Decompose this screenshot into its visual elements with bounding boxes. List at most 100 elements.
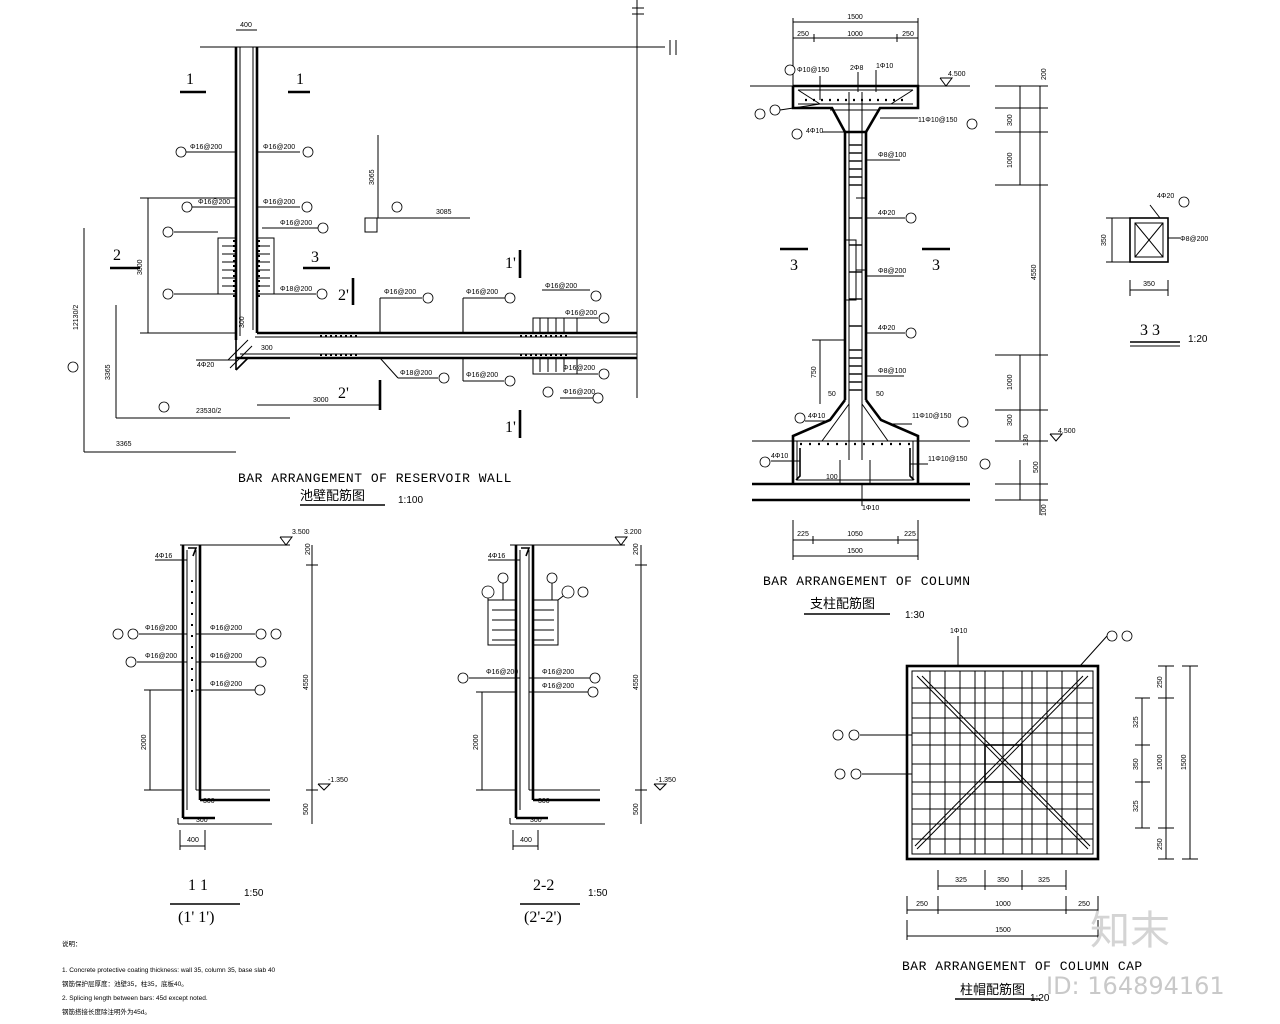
sec11-label-2: (1' 1') xyxy=(178,909,214,926)
section-3-3: 4Φ20 Φ8@200 350 350 3 3 1:20 xyxy=(1101,193,1208,347)
sec11-dim-4550: 4550 xyxy=(303,674,310,690)
sec22-bar-4-16: 4Φ16 xyxy=(488,553,505,560)
col-bar-label-14: 11Φ10@150 xyxy=(928,456,968,463)
sec11-dim-500: 500 xyxy=(303,803,310,815)
cap-dim-250b: 250 xyxy=(1078,901,1090,908)
sec22-dim-4550: 4550 xyxy=(633,674,640,690)
sec22-elev-bot: -1.350 xyxy=(656,777,676,784)
sec22-bar-label-3: Φ16@200 xyxy=(542,683,574,690)
sec22-dim-300-base: 300 xyxy=(530,817,542,824)
dim-400: 400 xyxy=(240,22,252,29)
col-section-3-left: 3 xyxy=(790,257,798,274)
bar-label-wall-3: Φ16@200 xyxy=(198,199,230,206)
cap-dim-350: 350 xyxy=(997,877,1009,884)
cap-dim-1500v: 1500 xyxy=(1181,754,1188,770)
column-scale: 1:30 xyxy=(905,610,925,621)
col-dim-100-base: 100 xyxy=(826,474,838,481)
notes-head: 说明： xyxy=(62,939,82,948)
section-mark-2p-top: 2' xyxy=(338,287,349,304)
sec22-dim-400: 400 xyxy=(520,837,532,844)
col-bar-label-5: 11Φ10@150 xyxy=(918,117,958,124)
col-section-3-right: 3 xyxy=(932,257,940,274)
col-elev-top: 4.500 xyxy=(948,71,966,78)
col-dim-1000: 1000 xyxy=(847,31,863,38)
col-bar-label-2: 2Φ8 xyxy=(850,65,863,72)
dim-12130: 12130/2 xyxy=(73,305,80,330)
col-dim-225a: 225 xyxy=(797,531,809,538)
col-bar-label-6: Φ8@100 xyxy=(878,152,906,159)
col-dim-1000-bottom: 1000 xyxy=(1007,374,1014,390)
section-mark-1p-bottom: 1' xyxy=(505,419,516,436)
wall-rebar-fan-left xyxy=(217,237,275,295)
col-bar-label-12: 11Φ10@150 xyxy=(912,413,952,420)
sec22-label-2: (2'-2') xyxy=(524,909,562,926)
watermark-brand: 知末 xyxy=(1090,908,1170,954)
notes-block: 说明： 1. Concrete protective coating thick… xyxy=(62,939,276,1016)
section-mark-2p-bottom: 2' xyxy=(338,385,349,402)
cap-title-cn: 柱帽配筋图 xyxy=(960,982,1025,997)
sec11-dim-400: 400 xyxy=(187,837,199,844)
bar-label-wall-1: Φ16@200 xyxy=(190,144,222,151)
col-dim-250a: 250 xyxy=(797,31,809,38)
sec11-bar-label-4: Φ16@200 xyxy=(210,653,242,660)
bar-label-wall-14: Φ16@200 xyxy=(563,389,595,396)
sec11-dim-2000: 2000 xyxy=(141,734,148,750)
col-bar-label-8: Φ8@200 xyxy=(878,268,906,275)
bar-label-wall-12: Φ16@200 xyxy=(466,372,498,379)
col-bar-label-9: 4Φ20 xyxy=(878,325,895,332)
col-bar-label-15: 1Φ10 xyxy=(862,505,879,512)
col-dim-250b: 250 xyxy=(902,31,914,38)
column-callouts: Φ10@150 2Φ8 1Φ10 4Φ10 11Φ10@150 Φ8@100 4… xyxy=(754,63,991,512)
dim-3365: 3365 xyxy=(116,441,132,448)
col-bar-label-4: 4Φ10 xyxy=(806,128,823,135)
reservoir-wall-plan: 1 1 2 3 2' 2' 1' 1' 400 3000 3065 3085 3… xyxy=(67,0,677,506)
cap-title-en: BAR ARRANGEMENT OF COLUMN CAP xyxy=(902,959,1143,974)
col-dim-300-bottom: 300 xyxy=(1007,414,1014,426)
col-bar-label-13: 4Φ10 xyxy=(771,453,788,460)
cap-dim-250v2: 250 xyxy=(1157,838,1164,850)
sec33-dim-350-v: 350 xyxy=(1101,234,1108,246)
cap-grid-horizontal xyxy=(912,687,1093,840)
wall-title-en: BAR ARRANGEMENT OF RESERVOIR WALL xyxy=(238,471,512,486)
dim-300-b: 300 xyxy=(261,345,273,352)
sec11-bar-label-5: Φ16@200 xyxy=(210,681,242,688)
sec11-dim-300: 300 xyxy=(203,798,215,805)
col-dim-130: 130 xyxy=(1023,434,1030,446)
col-bar-label-1: Φ10@150 xyxy=(797,67,829,74)
cap-grid-vertical xyxy=(929,671,1078,854)
dim-300-a: 300 xyxy=(239,316,246,328)
sec11-scale: 1:50 xyxy=(244,888,264,899)
cap-dim-1500: 1500 xyxy=(995,927,1011,934)
col-dim-500: 500 xyxy=(1033,461,1040,473)
column-elevation: 1500 250 1000 250 xyxy=(750,14,1076,621)
col-dim-225b: 225 xyxy=(904,531,916,538)
sec22-dim-2000: 2000 xyxy=(473,734,480,750)
section-mark-1: 1 xyxy=(186,71,194,88)
notes-line-4: 钢筋搭接长度除注明外为45d。 xyxy=(62,1007,151,1016)
col-bar-label-7: 4Φ20 xyxy=(878,210,895,217)
col-dim-4550: 4550 xyxy=(1031,264,1038,280)
column-title-en: BAR ARRANGEMENT OF COLUMN xyxy=(763,574,971,589)
sec22-bar-label-1: Φ16@200 xyxy=(486,669,518,676)
sec22-label: 2-2 xyxy=(533,877,554,894)
sec11-elev-bot: -1.350 xyxy=(328,777,348,784)
col-dim-300-top: 300 xyxy=(1007,114,1014,126)
col-dim-1500b: 1500 xyxy=(847,548,863,555)
col-dim-100: 100 xyxy=(1041,504,1048,516)
notes-line-3: 2. Splicing length between bars: 45d exc… xyxy=(62,995,208,1002)
sec22-rebar-fan xyxy=(487,583,568,646)
wall-scale: 1:100 xyxy=(398,495,423,506)
cap-dim-1000: 1000 xyxy=(995,901,1011,908)
dim-3000-vertical: 3000 xyxy=(137,259,144,275)
watermark: 知末 ID: 164894161 xyxy=(1046,908,1225,1000)
section-mark-2: 2 xyxy=(113,247,121,264)
bar-label-wall-5: Φ16@200 xyxy=(280,220,312,227)
bar-label-wall-10: Φ16@200 xyxy=(565,310,597,317)
sec33-dim-350-h: 350 xyxy=(1143,281,1155,288)
dim-23530: 23530/2 xyxy=(196,408,221,415)
column-cap-plan: 1Φ10 325 350 325 250 1000 250 1500 xyxy=(832,628,1198,1004)
sec22-elev-top: 3.200 xyxy=(624,529,642,536)
cap-dim-325b: 325 xyxy=(1038,877,1050,884)
section-mark-3-wall: 3 xyxy=(311,249,319,266)
